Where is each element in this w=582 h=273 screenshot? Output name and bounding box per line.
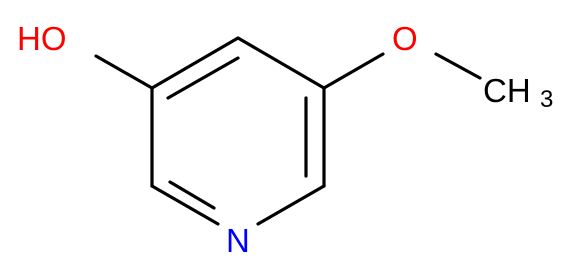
hydroxyl-label: HO [17,20,67,57]
methyl-subscript: 3 [540,86,553,113]
bond-n-c2-inner [168,180,216,210]
bond-c3-c4 [150,36,240,90]
methoxy-oxygen-label: O [392,20,418,57]
bond-oxygen-methyl [434,52,482,80]
bond-c5-oxygen [322,52,385,90]
bond-c3-c4-inner [166,56,240,100]
bond-n-c2 [150,184,220,226]
ring-nitrogen-label: N [226,222,250,259]
methyl-label: CH [483,72,531,109]
bond-c6-n [256,184,326,226]
bond-c4-c5 [236,36,326,90]
bond-c3-hydroxyl [94,54,154,90]
atom-labels: HO O CH 3 N [17,20,553,259]
bonds [94,36,482,226]
